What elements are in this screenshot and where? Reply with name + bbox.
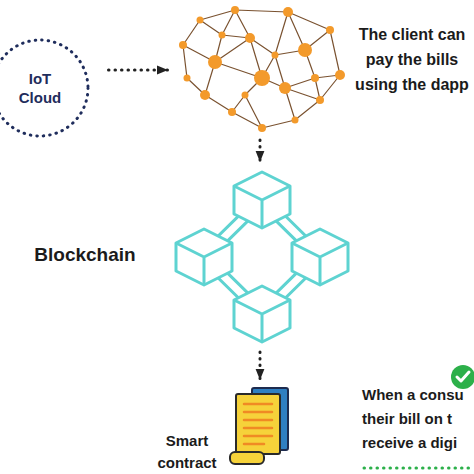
network-dot — [311, 74, 319, 82]
blockchain-node: Blockchain — [172, 168, 348, 348]
node-text: The client can pay the bills using the d… — [350, 22, 474, 97]
text-line: Cloud — [19, 88, 62, 107]
block-cube — [234, 172, 290, 228]
check-badge — [451, 365, 474, 389]
text-line: their bill on t — [362, 407, 474, 431]
network-graph — [183, 10, 340, 128]
contract-node: Smart contract — [228, 384, 292, 470]
node-text: Smart contract — [148, 430, 226, 474]
text-line: When a consu — [362, 383, 474, 407]
network-dot — [184, 75, 191, 82]
dotted-rule — [364, 467, 474, 470]
network-dot — [298, 43, 312, 57]
network-dot — [272, 52, 279, 59]
dotted-arrow — [108, 69, 168, 72]
network-dot — [208, 55, 222, 69]
cloud-circle: IoT Cloud — [0, 38, 90, 138]
front-page — [236, 394, 280, 454]
network-dots — [179, 6, 345, 132]
network-dot — [231, 6, 239, 14]
text-line: contract — [148, 452, 226, 474]
network-dot — [279, 82, 291, 94]
network-dot — [292, 117, 299, 124]
text-line: pay the bills — [350, 47, 474, 72]
network-dot — [254, 70, 270, 86]
network-dot — [316, 96, 324, 104]
text-line: The client can — [350, 22, 474, 47]
network-dot — [335, 70, 345, 80]
network-dot — [200, 90, 210, 100]
network-dot — [258, 124, 266, 132]
block-cube — [292, 229, 348, 285]
text-line: Smart — [148, 430, 226, 452]
text-line: Blockchain — [28, 243, 142, 267]
dotted-arrow — [259, 140, 262, 162]
dotted-arrow — [259, 352, 262, 380]
contract-icon — [230, 388, 288, 464]
network-dot — [228, 108, 236, 116]
network-dot — [245, 33, 255, 43]
circle-outline — [0, 38, 90, 138]
block-cube — [176, 229, 232, 285]
network-dot — [283, 7, 293, 17]
block-cube — [234, 286, 290, 342]
note-text: When a consu their bill on t receive a d… — [362, 383, 474, 455]
network-dot — [219, 32, 226, 39]
text-line: IoT — [29, 69, 52, 88]
node-text: Blockchain — [28, 243, 142, 267]
page-lines — [244, 404, 272, 444]
node-text: IoT Cloud — [0, 38, 90, 138]
network-dot — [197, 17, 204, 24]
network-links — [183, 10, 340, 128]
circle-outline — [0, 40, 88, 136]
text-line: using the dapp — [350, 72, 474, 97]
check-mark — [457, 372, 469, 381]
network-dot — [242, 92, 249, 99]
text-line: receive a digi — [362, 431, 474, 455]
network-dot — [326, 26, 334, 34]
scroll-roll — [230, 452, 264, 464]
network-node: The client can pay the bills using the d… — [172, 4, 348, 134]
network-dot — [179, 41, 187, 49]
